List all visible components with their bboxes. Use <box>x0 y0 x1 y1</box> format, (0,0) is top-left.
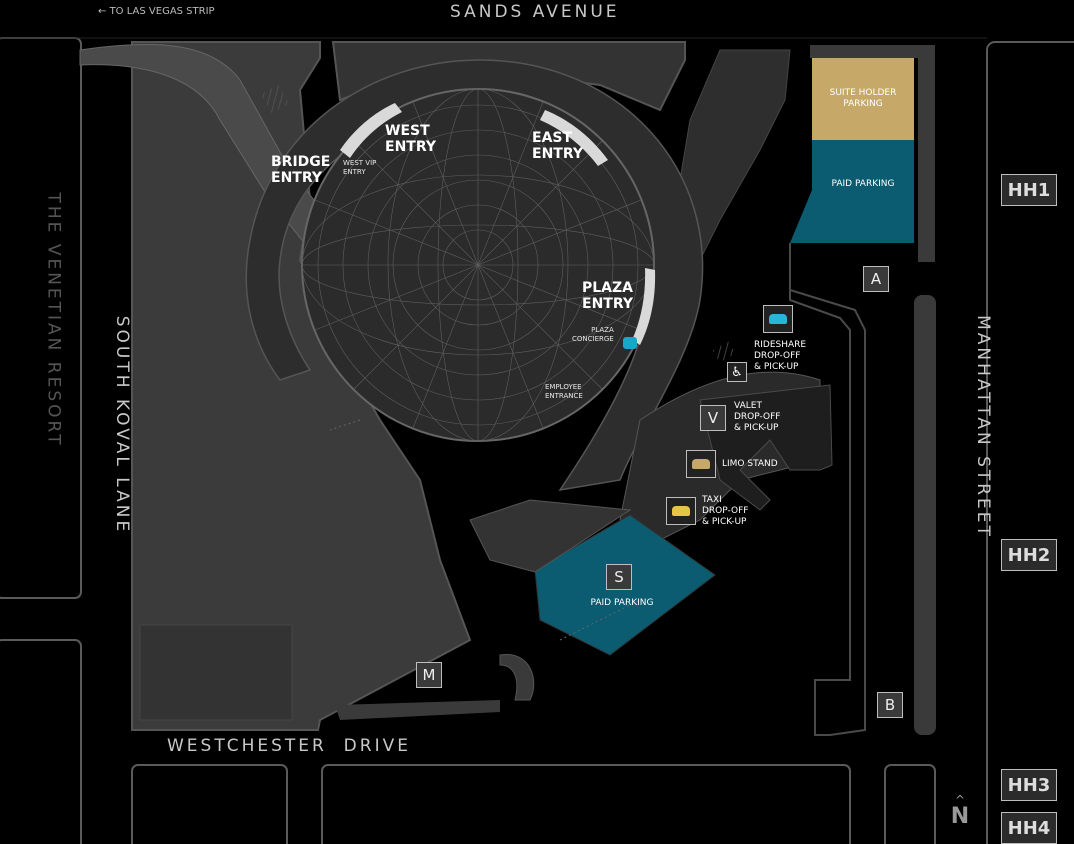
taxi-car-icon <box>666 497 696 525</box>
plaza-canopy <box>632 268 656 345</box>
marker-b: B <box>877 692 903 718</box>
hh4-marker: HH4 <box>1001 812 1057 844</box>
south-ramp <box>469 499 632 573</box>
limo-stand-label: LIMO STAND <box>722 459 778 469</box>
south-block-left <box>131 764 288 844</box>
south-curve-road <box>499 654 535 701</box>
manhattan-median <box>914 295 936 735</box>
valet-lanes <box>699 384 833 511</box>
parking-s-marker: S <box>606 564 632 590</box>
venetian-block <box>0 37 82 599</box>
hh1-marker: HH1 <box>1001 174 1057 206</box>
east-frame <box>789 243 866 736</box>
east-canopy <box>540 110 608 166</box>
rideshare-car-icon <box>763 305 793 333</box>
arrow-left-icon: ← <box>98 6 107 17</box>
street-westchester-drive: WESTCHESTER DRIVE <box>167 736 411 756</box>
west-building-inner <box>139 624 293 721</box>
dotted-path-2 <box>329 419 361 431</box>
marker-a: A <box>863 266 889 292</box>
south-block-mid <box>321 764 851 844</box>
paid-parking-north <box>790 140 914 243</box>
north-arrow-icon: ^ N <box>948 794 972 835</box>
sphere-lattice <box>301 88 655 442</box>
hh3-marker: HH3 <box>1001 769 1057 801</box>
concierge-icon <box>623 337 637 349</box>
north-parking-frame <box>810 45 935 262</box>
bridge-steps <box>260 84 290 114</box>
hh-block <box>986 41 1074 844</box>
south-block-right <box>884 764 936 844</box>
street-manhattan: MANHATTAN STREET <box>972 315 993 539</box>
west-canopy <box>340 103 402 158</box>
street-south-koval: SOUTH KOVAL LANE <box>112 315 133 535</box>
ramp-hatch <box>712 341 736 363</box>
street-sands-avenue: SANDS AVENUE <box>450 2 620 22</box>
east-building <box>679 49 791 262</box>
limo-car-icon <box>686 450 716 478</box>
paid-parking-north-label: PAID PARKING <box>831 179 895 189</box>
valet-icon: V <box>700 405 726 431</box>
strip-link[interactable]: ← TO LAS VEGAS STRIP <box>98 6 215 17</box>
venetian-block-lower <box>0 639 82 844</box>
westchester-road-top <box>335 700 500 720</box>
suite-holder-parking <box>812 58 914 140</box>
north-label: N <box>950 804 970 829</box>
strip-link-label: TO LAS VEGAS STRIP <box>109 6 215 17</box>
street-venetian-resort: THE VENETIAN RESORT <box>43 192 64 448</box>
accessible-icon: ♿ <box>727 362 747 382</box>
marker-m: M <box>416 662 442 688</box>
paid-parking-south-label: PAID PARKING <box>590 598 654 608</box>
hh2-marker: HH2 <box>1001 539 1057 571</box>
west-building <box>131 41 472 731</box>
